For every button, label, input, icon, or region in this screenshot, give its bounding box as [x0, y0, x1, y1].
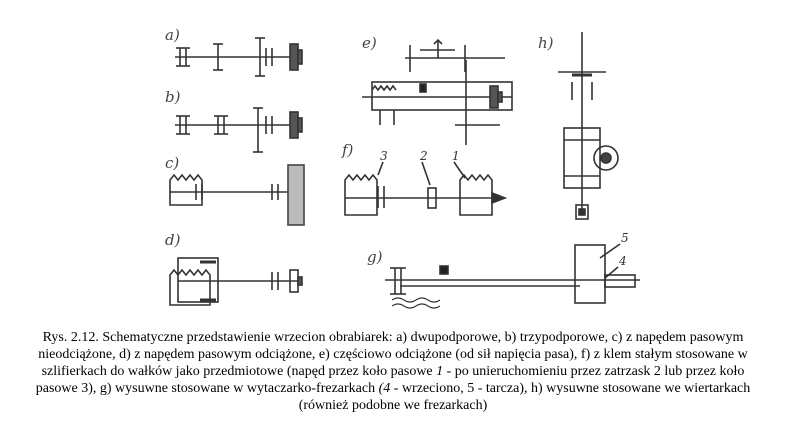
label-c: c) [165, 154, 179, 172]
diagram-e: e) [362, 34, 513, 145]
label-d: d) [165, 231, 181, 249]
label-g: g) [367, 248, 383, 266]
diagram-f: f) 3 2 1 [341, 141, 508, 216]
diagram-b: b) [165, 88, 303, 153]
part-number-4: 4 [618, 254, 627, 268]
label-a: a) [165, 26, 180, 44]
caption-italic-2: (4 [378, 381, 391, 396]
label-h: h) [538, 34, 554, 52]
diagram-d: d) [165, 231, 303, 306]
caption-part-2: - po unieruchomieniu przez zatrzask 2 lu… [35, 364, 745, 396]
label-e: e) [362, 34, 377, 52]
label-f: f) [341, 141, 354, 159]
spindle-schematics-figure: a) b) c) d) [165, 26, 640, 309]
figure-caption: Rys. 2.12. Schematyczne przedstawienie w… [20, 329, 766, 414]
part-number-2: 2 [419, 149, 428, 163]
diagram-h: h) [538, 32, 619, 220]
caption-part-3: - wrzeciono, 5 - tarcza), h) wysuwne sto… [298, 381, 751, 413]
diagram-g: g) 5 4 [367, 231, 640, 309]
part-number-1: 1 [452, 149, 460, 163]
part-number-5: 5 [621, 231, 629, 245]
diagram-c: c) [165, 154, 305, 226]
caption-part-1: Rys. 2.12. Schematyczne przedstawienie w… [38, 330, 748, 379]
part-number-3: 3 [380, 149, 388, 163]
diagram-a: a) [165, 26, 303, 77]
label-b: b) [165, 88, 181, 106]
caption-italic-1: 1 [436, 364, 444, 379]
